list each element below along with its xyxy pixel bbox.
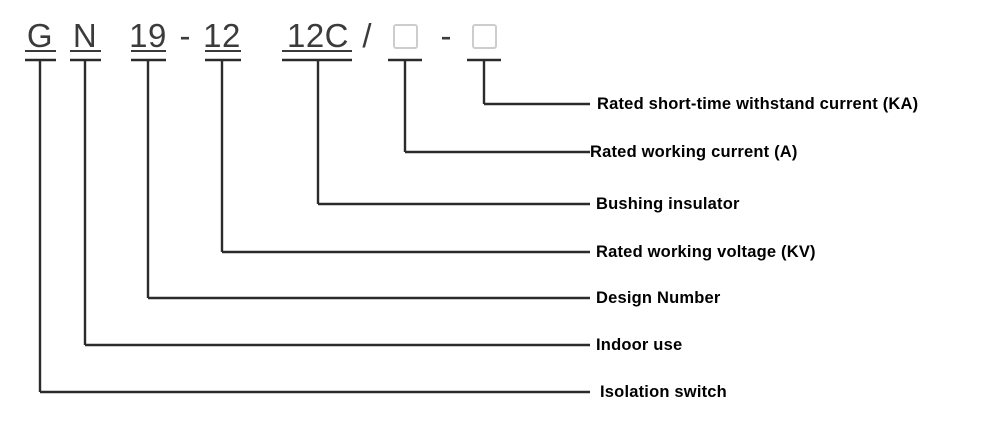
segment-underline-bushing-insulator <box>282 50 352 52</box>
empty-value-box-rated-short-time-withstand-current[interactable] <box>471 23 497 49</box>
model-code-segment-rated-working-current[interactable] <box>345 14 465 58</box>
callout-label-bushing-insulator: Bushing insulator <box>596 195 740 213</box>
empty-value-box-rated-working-current[interactable] <box>392 23 418 49</box>
model-code-segment-design-number: 19 <box>88 14 208 58</box>
model-code-text-isolation-switch: G <box>26 17 54 54</box>
code-punctuation-hyphen-voltage: - <box>179 17 191 54</box>
callout-label-isolation-switch: Isolation switch <box>600 383 727 401</box>
model-code-text-indoor-use: N <box>72 17 98 54</box>
segment-underline-indoor-use <box>70 50 101 52</box>
code-punctuation-hyphen-current: - <box>440 17 452 54</box>
model-code-segment-indoor-use: N <box>25 14 145 58</box>
segment-underline-isolation-switch <box>25 50 56 52</box>
model-code-text-bushing-insulator: 12C <box>286 17 350 54</box>
model-code-segment-rated-working-voltage: 12 <box>162 14 282 58</box>
code-punctuation-slash-separator: / <box>362 17 372 54</box>
model-code-segment-rated-short-time-withstand-current[interactable] <box>424 14 544 58</box>
segment-underline-design-number <box>131 50 166 52</box>
callout-label-indoor-use: Indoor use <box>596 336 683 354</box>
callout-label-rated-working-current: Rated working current (A) <box>590 143 798 161</box>
callout-label-design-number: Design Number <box>596 289 721 307</box>
model-code-text-design-number: 19 <box>129 17 167 54</box>
model-code-segment-bushing-insulator: 12C <box>258 14 378 58</box>
model-code-text-rated-working-voltage: 12 <box>203 17 241 54</box>
callout-label-rated-short-time-withstand-current: Rated short-time withstand current (KA) <box>597 95 919 113</box>
segment-underline-rated-working-voltage <box>205 50 241 52</box>
callout-label-rated-working-voltage: Rated working voltage (KV) <box>596 243 816 261</box>
model-code-segment-isolation-switch: G <box>0 14 100 58</box>
